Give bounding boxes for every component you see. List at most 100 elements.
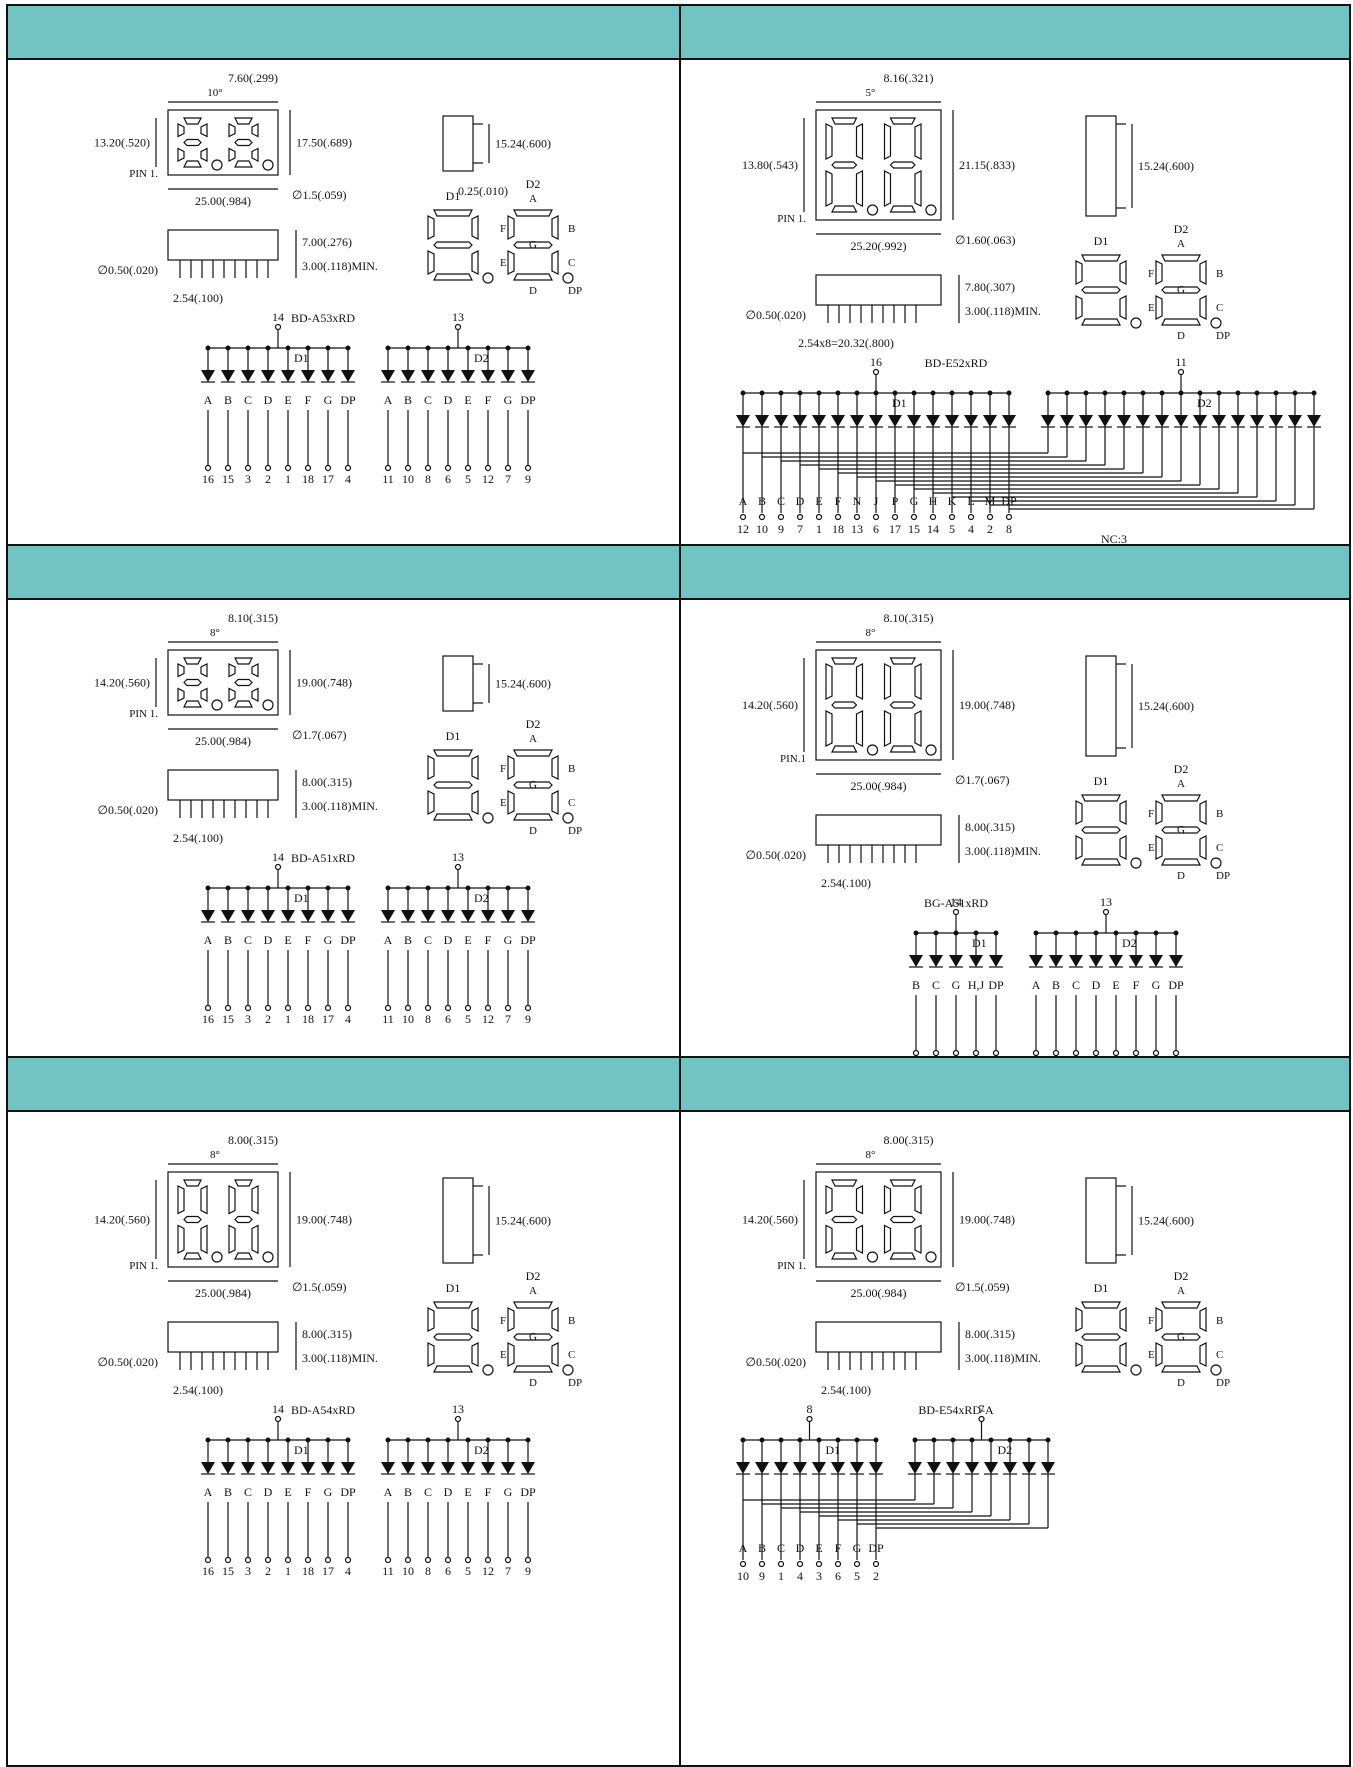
segment-c xyxy=(551,250,559,275)
part-number: BD-A53xRD xyxy=(291,311,355,325)
diode xyxy=(969,955,983,967)
seg-c-label: C xyxy=(1216,1349,1223,1361)
segment-b xyxy=(914,123,922,160)
seg-b-label: B xyxy=(1216,1315,1223,1327)
bottom-view-body xyxy=(167,769,279,801)
segment-label: E xyxy=(284,1485,291,1499)
dim-body-height: 8.00(.315) xyxy=(302,1327,352,1341)
pin-number: 2 xyxy=(873,1569,879,1583)
digit-1-outline xyxy=(825,117,879,216)
junction xyxy=(892,390,898,396)
junction xyxy=(1033,930,1039,936)
dim-pin-length: 3.00(.118)MIN. xyxy=(302,1351,378,1365)
panel-body: 8.10(.315)8°14.20(.560)19.00(.748)PIN 1.… xyxy=(8,600,679,1056)
diode xyxy=(1250,415,1264,427)
diode xyxy=(1169,955,1183,967)
junction xyxy=(405,885,411,891)
segment-label: D xyxy=(264,1485,273,1499)
digit-tag: D2 xyxy=(998,1443,1013,1457)
panel-drawing: 8.10(.315)8°14.20(.560)19.00(.748)PIN 1.… xyxy=(94,611,582,1026)
segment-dp xyxy=(925,204,937,216)
pin-terminal xyxy=(758,1560,766,1568)
segment-dp xyxy=(866,204,879,216)
pin-number: 1 xyxy=(778,1569,784,1583)
dim-width: 25.00(.984) xyxy=(195,1286,251,1300)
dim-left-height: 13.20(.520) xyxy=(94,136,150,150)
diode xyxy=(1149,955,1163,967)
seg-e-label: E xyxy=(1148,1349,1155,1361)
pin-terminal xyxy=(524,464,532,472)
segment-f xyxy=(427,215,435,240)
diode xyxy=(774,415,788,427)
segment-c xyxy=(471,790,479,815)
segment-e xyxy=(1155,1342,1163,1367)
diode xyxy=(984,1462,998,1474)
segment-label: C xyxy=(1072,978,1080,992)
common-terminal xyxy=(454,863,462,871)
common-terminal xyxy=(274,1415,282,1423)
pin-terminal xyxy=(1152,1049,1160,1056)
pin-terminal xyxy=(424,1004,432,1012)
diode xyxy=(241,1462,255,1474)
pin-terminal xyxy=(204,1556,212,1564)
pin-number: 12 xyxy=(482,472,494,486)
seg-a-label: A xyxy=(1177,1285,1185,1297)
diode xyxy=(831,1462,845,1474)
segment-a xyxy=(513,1301,553,1309)
junction xyxy=(797,1437,803,1443)
diode xyxy=(441,910,455,922)
segment-label: A xyxy=(384,1485,393,1499)
junction xyxy=(465,345,471,351)
digit-tag: D1 xyxy=(294,891,309,905)
digit-d2-label: D2 xyxy=(1174,222,1189,236)
segment-a xyxy=(831,657,858,665)
segment-g xyxy=(1161,1333,1201,1341)
pin-terminal xyxy=(484,1004,492,1012)
diode xyxy=(850,415,864,427)
segment-b xyxy=(1199,260,1207,285)
segment-c xyxy=(914,710,922,747)
diode xyxy=(1193,415,1207,427)
dim-top-width: 7.60(.299) xyxy=(228,71,278,85)
segment-d xyxy=(889,205,916,213)
pin-terminal xyxy=(815,513,823,521)
pin-number: 18 xyxy=(302,1564,314,1578)
segment-label: DP xyxy=(868,1541,884,1555)
digit-d1-label: D1 xyxy=(1094,234,1109,248)
segment-diagram-d1 xyxy=(1075,794,1142,869)
segment-label: M xyxy=(985,494,996,508)
pin-terminal xyxy=(853,1560,861,1568)
pin-number: 1 xyxy=(816,522,822,536)
digit-tag: D2 xyxy=(1122,936,1137,950)
pin-number: 11 xyxy=(382,472,394,486)
common-pin: 13 xyxy=(452,310,464,324)
segment-g xyxy=(234,1215,253,1224)
junction xyxy=(405,345,411,351)
pin-number: 9 xyxy=(525,472,531,486)
panel-dd-20: 8.16(.321)5°13.80(.543)21.15(.833)PIN 1.… xyxy=(681,6,1349,546)
pin-number: 9 xyxy=(759,1569,765,1583)
pin1-label: PIN 1. xyxy=(777,213,806,225)
junction xyxy=(485,885,491,891)
digit-tag: D1 xyxy=(892,396,907,410)
diode xyxy=(946,1462,960,1474)
junction xyxy=(1292,390,1298,396)
junction xyxy=(1093,930,1099,936)
seg-c-label: C xyxy=(568,797,575,809)
diode xyxy=(869,1462,883,1474)
segment-f xyxy=(228,663,236,678)
diode xyxy=(1060,415,1074,427)
segment-f xyxy=(825,1185,833,1215)
pin-number: 17 xyxy=(889,522,901,536)
segment-diagram-d2 xyxy=(507,1301,574,1376)
junction xyxy=(265,1437,271,1443)
junction xyxy=(1045,1437,1051,1443)
common-terminal xyxy=(806,1415,813,1423)
segment-label: C xyxy=(424,1485,432,1499)
diode xyxy=(755,1462,769,1474)
segment-diagram-d1 xyxy=(1075,1301,1142,1376)
digit-tag: D1 xyxy=(972,936,987,950)
junction xyxy=(912,1437,918,1443)
dim-dp-diameter: ∅1.60(.063) xyxy=(955,233,1015,247)
segment-label: C xyxy=(244,1485,252,1499)
